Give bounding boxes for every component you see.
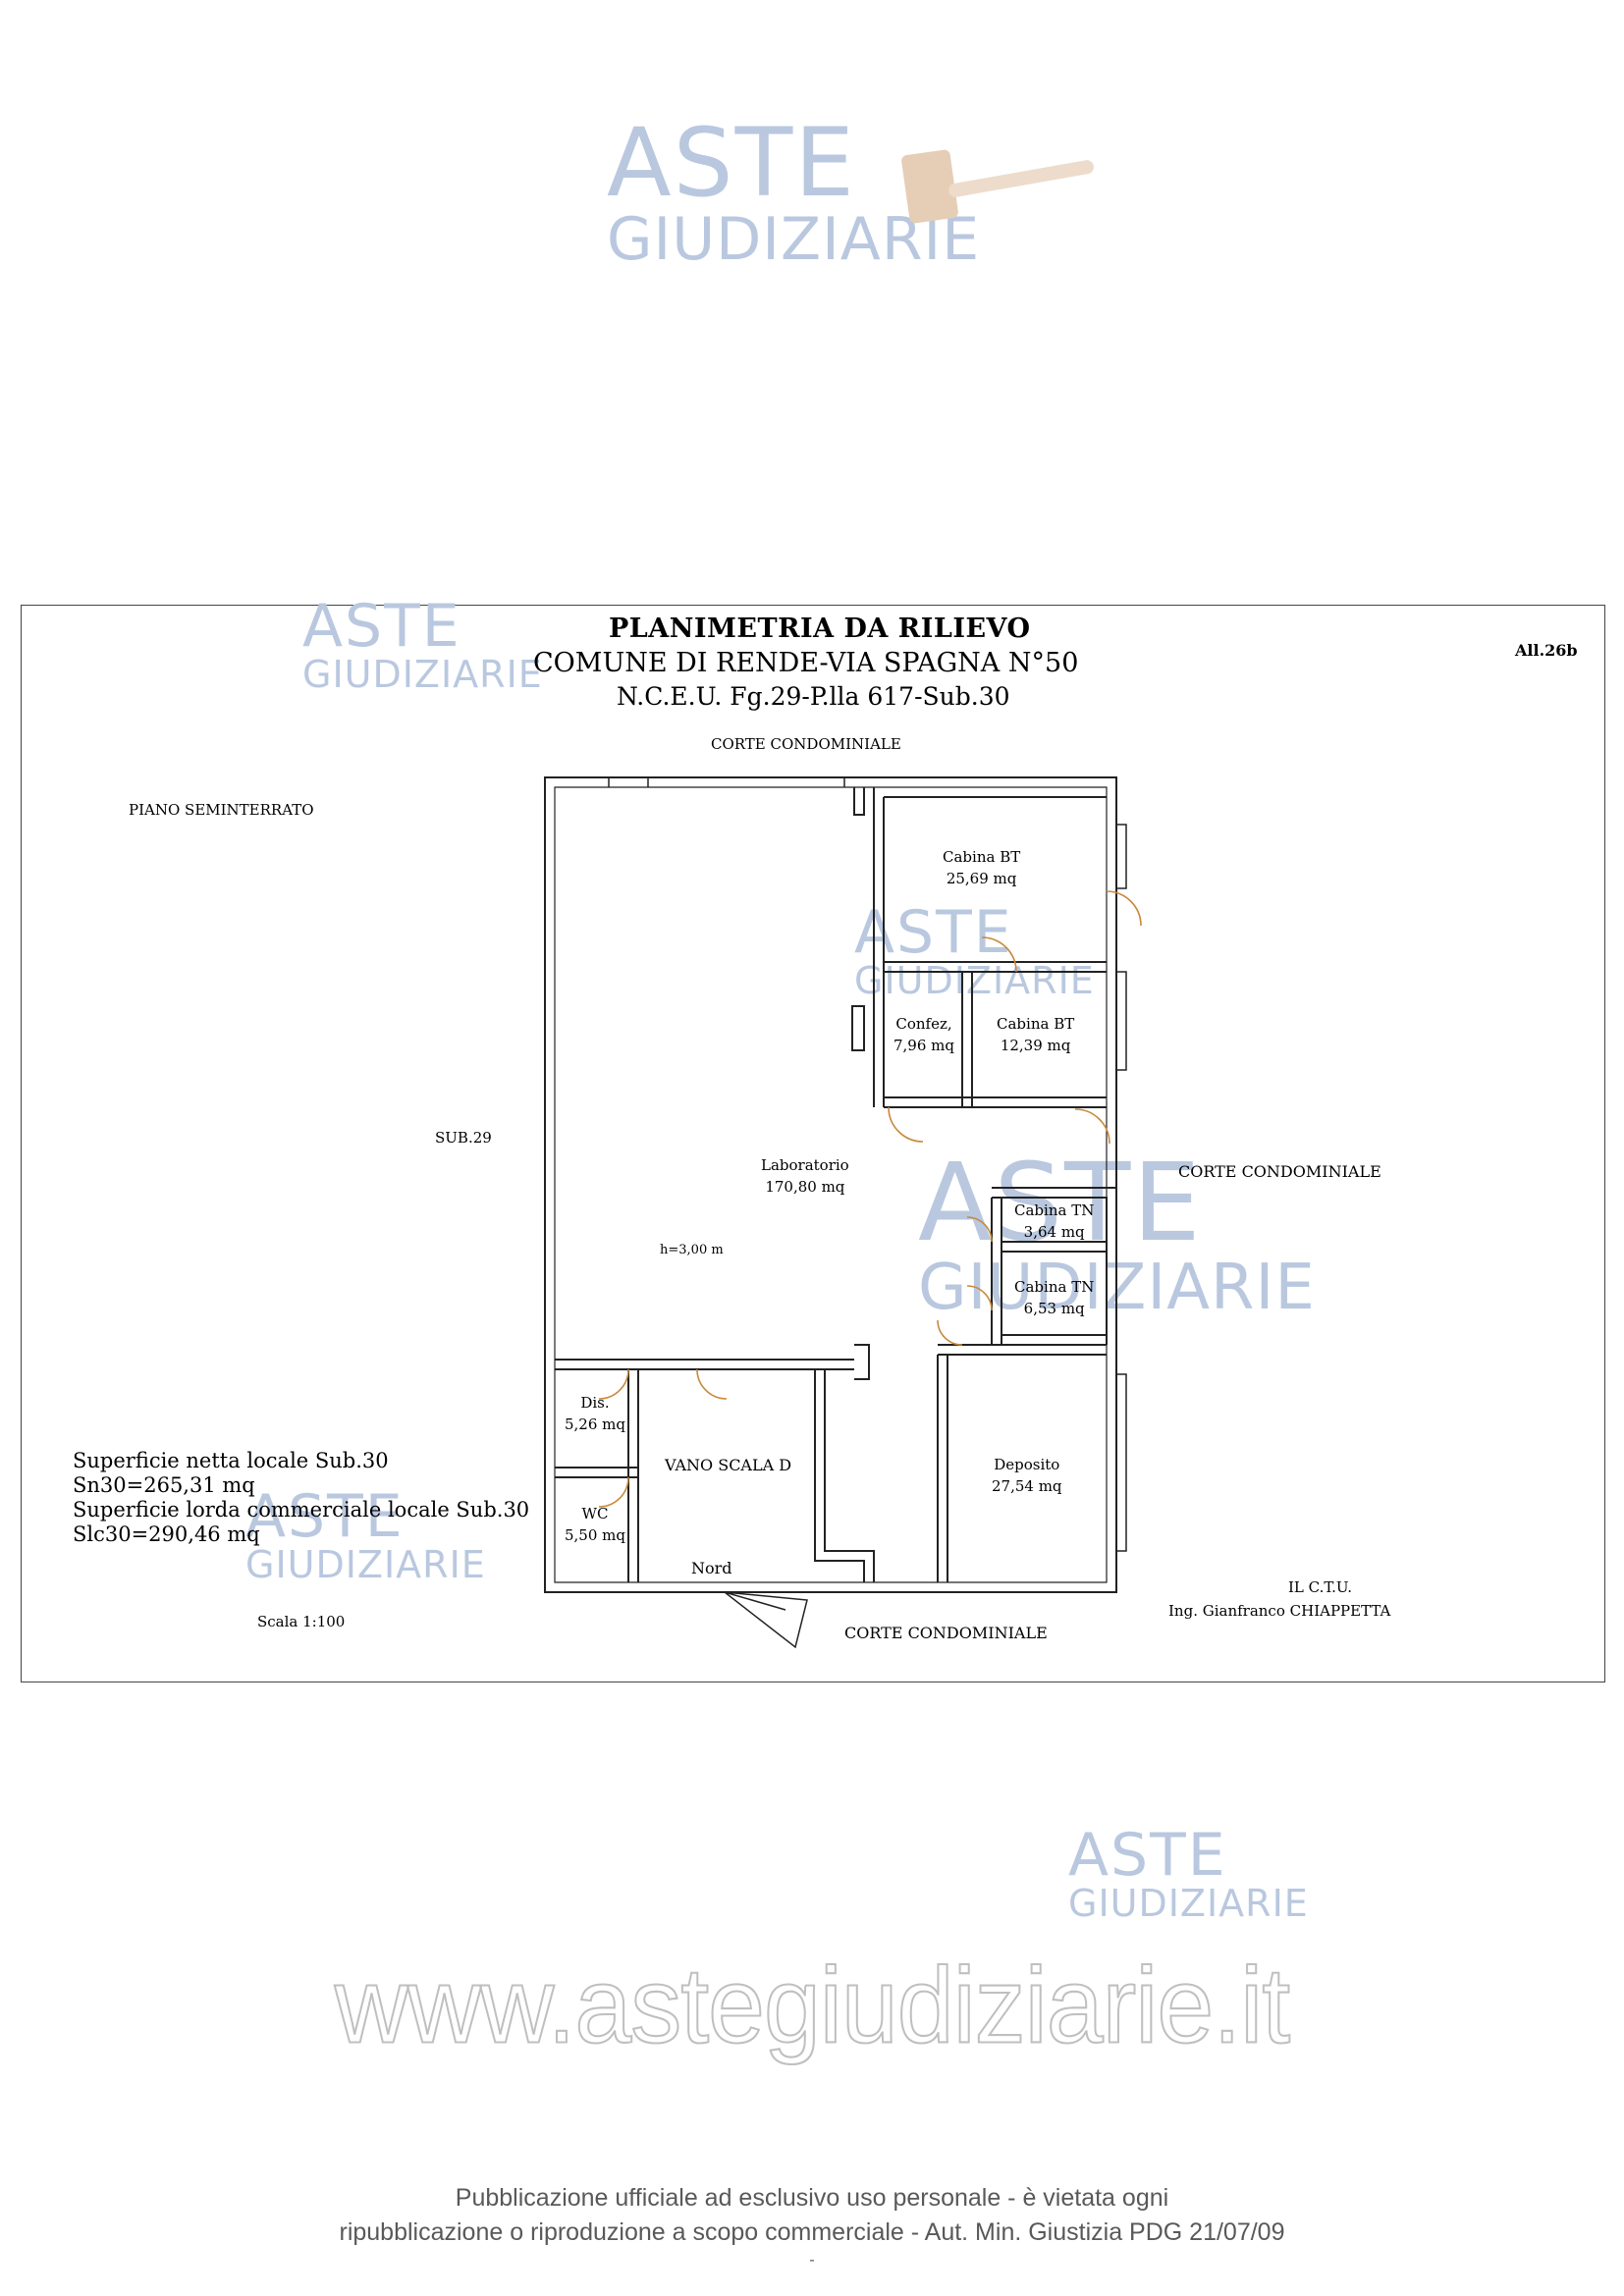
room-name: Cabina BT — [997, 1015, 1075, 1033]
corte-label-top: CORTE CONDOMINIALE — [711, 735, 901, 753]
vano-scala-walls — [555, 1359, 875, 1582]
room-cabina-tn-2: Cabina TN 6,53 mq — [1014, 1276, 1094, 1319]
room-area: 25,69 mq — [946, 870, 1017, 887]
plan-title: PLANIMETRIA DA RILIEVO — [609, 614, 1031, 644]
watermark-text-giudiziarie: GIUDIZIARIE — [302, 653, 543, 696]
gavel-icon — [901, 149, 1094, 224]
watermark-text-aste: ASTE — [302, 592, 461, 661]
footer-line-3: - — [809, 2252, 815, 2269]
footer-line-1: Pubblicazione ufficiale ad esclusivo uso… — [455, 2184, 1169, 2212]
door-arc — [598, 1368, 629, 1400]
cabina-bt-inner-wall — [884, 972, 1107, 1108]
outer-wall — [544, 776, 1117, 1593]
watermark-text-aste: ASTE — [918, 1140, 1203, 1265]
plan-cadastre: N.C.E.U. Fg.29-P.lla 617-Sub.30 — [617, 682, 1010, 711]
door-arc — [966, 1285, 993, 1311]
watermark-text-aste: ASTE — [854, 898, 1013, 967]
drawing-frame — [21, 605, 1605, 1682]
watermark-logo-lower: ASTE GIUDIZIARIE — [1068, 1826, 1309, 1922]
surface-summary: Superficie netta locale Sub.30 Sn30=265,… — [73, 1449, 529, 1547]
dis-wc-walls — [555, 1369, 639, 1582]
room-cabina-bt-2: Cabina BT 12,39 mq — [997, 1013, 1074, 1056]
vano-scala-label: VANO SCALA D — [665, 1456, 792, 1474]
sub29-label: SUB.29 — [435, 1129, 492, 1147]
window-top — [608, 777, 845, 787]
room-dis: Dis. 5,26 mq — [565, 1392, 625, 1435]
wall-stub-left — [851, 1005, 865, 1051]
room-name: Deposito — [994, 1456, 1060, 1473]
room-laboratorio: Laboratorio 170,80 mq — [761, 1154, 849, 1198]
room-wc: WC 5,50 mq — [565, 1503, 625, 1546]
door-arc — [696, 1368, 728, 1400]
room-deposito: Deposito 27,54 mq — [992, 1454, 1062, 1497]
room-area: 6,53 mq — [1023, 1300, 1085, 1317]
scale-label: Scala 1:100 — [257, 1613, 346, 1630]
door-arc — [1106, 890, 1142, 927]
door-arc — [598, 1476, 629, 1508]
watermark-text-giudiziarie: GIUDIZIARIE — [245, 1543, 486, 1586]
room-name: Cabina TN — [1014, 1201, 1095, 1219]
room-area: 3,64 mq — [1023, 1223, 1085, 1241]
room-area: 5,50 mq — [565, 1526, 625, 1544]
surface-line: Slc30=290,46 mq — [73, 1522, 260, 1546]
height-label: h=3,00 m — [660, 1243, 724, 1257]
door-arc — [1074, 1108, 1110, 1145]
site-watermark: www.astegiudiziarie.it — [334, 1946, 1291, 2067]
nord-label: Nord — [691, 1559, 732, 1577]
room-name: Dis. — [580, 1394, 610, 1412]
room-name: WC — [581, 1505, 609, 1522]
room-area: 5,26 mq — [565, 1415, 625, 1433]
wall-stub — [853, 787, 865, 816]
watermark-text-aste: ASTE — [245, 1482, 405, 1551]
room-name: Cabina TN — [1014, 1278, 1095, 1296]
footer-line-2: ripubblicazione o riproduzione a scopo c… — [339, 2218, 1285, 2246]
north-arrow-icon — [722, 1591, 808, 1649]
surface-line: Superficie netta locale Sub.30 — [73, 1449, 389, 1472]
corte-label-right: CORTE CONDOMINIALE — [1178, 1162, 1381, 1181]
ctu-title: IL C.T.U. — [1288, 1578, 1352, 1596]
plan-subtitle: COMUNE DI RENDE-VIA SPAGNA N°50 — [533, 648, 1079, 678]
piano-label: PIANO SEMINTERRATO — [129, 801, 314, 819]
cabina-bt-walls — [873, 787, 1107, 1107]
room-area: 170,80 mq — [765, 1178, 845, 1196]
room-name: Laboratorio — [761, 1156, 849, 1174]
watermark-logo-frame-left: ASTE GIUDIZIARIE — [302, 597, 543, 693]
watermark-text-aste: ASTE — [1068, 1821, 1227, 1890]
watermark-logo-frame-mid: ASTE GIUDIZIARIE — [854, 903, 1095, 999]
corte-label-bottom: CORTE CONDOMINIALE — [844, 1624, 1048, 1642]
surface-line: Superficie lorda commerciale locale Sub.… — [73, 1498, 530, 1522]
cabina-tn-walls — [991, 1187, 1116, 1345]
deposito-walls — [937, 1344, 1107, 1582]
watermark-logo-frame-bottom: ASTE GIUDIZIARIE — [245, 1487, 486, 1583]
room-name: Confez, — [895, 1015, 952, 1033]
ctu-name: Ing. Gianfranco CHIAPPETTA — [1168, 1602, 1391, 1620]
door-arc — [888, 1106, 924, 1143]
surface-line: Sn30=265,31 mq — [73, 1473, 255, 1497]
window-right — [1116, 824, 1127, 1552]
room-area: 12,39 mq — [1000, 1037, 1071, 1054]
room-cabina-bt-1: Cabina BT 25,69 mq — [943, 846, 1020, 889]
outer-wall-inner — [554, 786, 1108, 1583]
room-cabina-tn-1: Cabina TN 3,64 mq — [1014, 1200, 1094, 1243]
room-area: 7,96 mq — [893, 1037, 954, 1054]
attachment-label: All.26b — [1515, 641, 1578, 660]
room-area: 27,54 mq — [992, 1477, 1062, 1495]
door-arc — [981, 936, 1017, 973]
door-arc — [966, 1216, 993, 1243]
wall-stub-vano — [854, 1344, 870, 1380]
watermark-text-giudiziarie: GIUDIZIARIE — [1068, 1882, 1309, 1925]
room-confez: Confez, 7,96 mq — [893, 1013, 954, 1056]
room-name: Cabina BT — [943, 848, 1021, 866]
door-arc — [937, 1319, 963, 1346]
watermark-text-giudiziarie: GIUDIZIARIE — [854, 959, 1095, 1002]
watermark-text-aste: ASTE — [607, 108, 856, 218]
